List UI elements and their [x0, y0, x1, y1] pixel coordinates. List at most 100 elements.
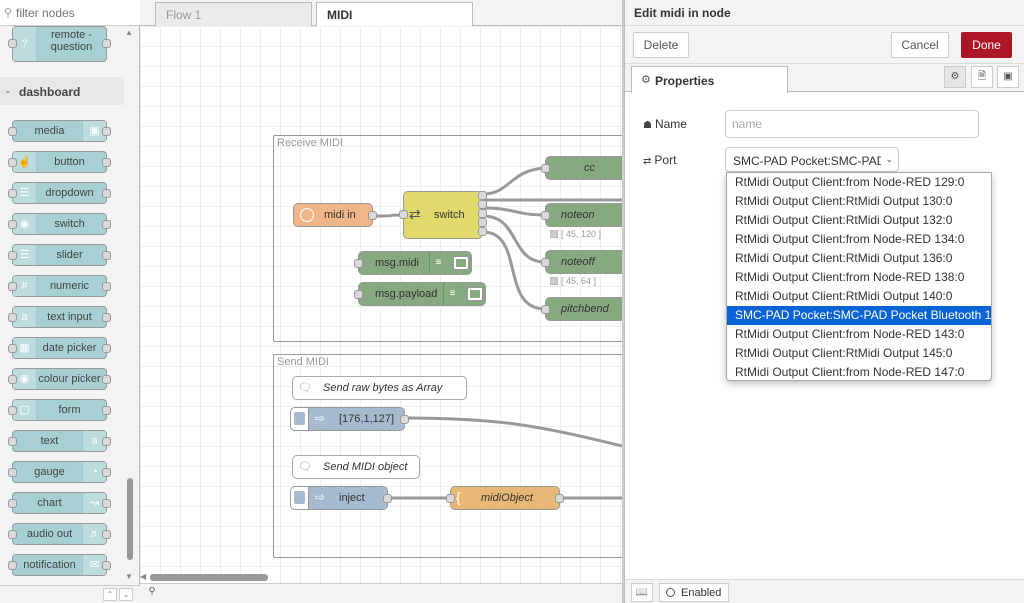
scroll-left-icon[interactable]: ◀ — [140, 572, 147, 581]
scroll-down-icon[interactable]: ▼ — [125, 572, 133, 581]
palette-node-dropdown[interactable]: ☰dropdown — [8, 182, 111, 204]
output-port[interactable] — [102, 344, 111, 353]
palette-node-notification[interactable]: ✉notification — [8, 554, 111, 576]
tab-description[interactable]: 🗎 — [971, 66, 993, 88]
input-port[interactable] — [541, 305, 550, 314]
output-port[interactable] — [478, 227, 487, 236]
input-port[interactable] — [541, 211, 550, 220]
input-port[interactable] — [541, 164, 550, 173]
output-port[interactable] — [102, 39, 111, 48]
palette-node-colour-picker[interactable]: ◉colour picker — [8, 368, 111, 390]
tab-appearance[interactable]: ▣ — [997, 66, 1019, 88]
enabled-toggle[interactable]: Enabled — [659, 583, 729, 602]
group-receive-midi[interactable]: Receive MIDI — [273, 135, 622, 342]
palette-node-button[interactable]: ☝button — [8, 151, 111, 173]
port-option[interactable]: RtMidi Output Client:from Node-RED 147:0 — [735, 365, 965, 379]
input-port[interactable] — [8, 251, 17, 260]
output-port[interactable] — [102, 220, 111, 229]
node-inject[interactable]: ⇨ inject — [290, 486, 392, 510]
input-port[interactable] — [8, 313, 17, 322]
input-port[interactable] — [8, 468, 17, 477]
output-port[interactable] — [102, 530, 111, 539]
input-port[interactable] — [8, 499, 17, 508]
input-port[interactable] — [8, 561, 17, 570]
flow-canvas[interactable]: Receive MIDI Send MIDI midi in ⇄ switch … — [140, 26, 622, 583]
wire[interactable] — [482, 206, 546, 217]
output-port[interactable] — [102, 127, 111, 136]
output-port[interactable] — [383, 494, 392, 503]
palette-node-form[interactable]: ▢form — [8, 399, 111, 421]
palette-node-gauge[interactable]: ◔gauge — [8, 461, 111, 483]
input-port[interactable] — [8, 220, 17, 229]
palette-node-numeric[interactable]: #numeric — [8, 275, 111, 297]
port-option[interactable]: RtMidi Output Client:RtMidi Output 136:0 — [735, 251, 953, 265]
name-input[interactable] — [725, 110, 979, 138]
tab-midi[interactable]: MIDI — [316, 2, 473, 27]
wire[interactable] — [404, 416, 622, 448]
node-comment-midi-object[interactable]: 🗨 Send MIDI object — [292, 455, 420, 479]
palette-node-audio-out[interactable]: ♬audio out — [8, 523, 111, 545]
node-cc[interactable]: cc — [541, 156, 622, 180]
expand-all-button[interactable]: ⌄ — [119, 588, 133, 601]
output-port[interactable] — [102, 561, 111, 570]
port-option[interactable]: RtMidi Output Client:RtMidi Output 132:0 — [735, 213, 953, 227]
wire[interactable] — [482, 230, 546, 311]
output-port[interactable] — [102, 375, 111, 384]
input-port[interactable] — [8, 189, 17, 198]
output-port[interactable] — [102, 437, 111, 446]
input-port[interactable] — [8, 530, 17, 539]
node-inject-raw[interactable]: ⇨ [176,1,127] — [290, 407, 409, 431]
output-port[interactable] — [102, 468, 111, 477]
horizontal-scrollbar[interactable] — [150, 574, 268, 581]
output-port[interactable] — [400, 415, 409, 424]
palette-node-slider[interactable]: ☰slider — [8, 244, 111, 266]
palette-node-media[interactable]: ▣media — [8, 120, 111, 142]
group-send-midi[interactable]: Send MIDI — [273, 354, 622, 558]
search-icon[interactable]: ⚲ — [148, 586, 156, 597]
port-option[interactable]: RtMidi Output Client:from Node-RED 134:0 — [735, 232, 965, 246]
delete-button[interactable]: Delete — [633, 32, 689, 58]
scroll-thumb[interactable] — [127, 478, 133, 560]
output-port[interactable] — [478, 191, 487, 200]
palette-node-remote-question[interactable]: ? remote - question — [8, 26, 111, 62]
output-port[interactable] — [478, 209, 487, 218]
tab-flow-1[interactable]: Flow 1 — [155, 2, 312, 26]
input-port[interactable] — [8, 437, 17, 446]
palette-node-chart[interactable]: ↝chart — [8, 492, 111, 514]
node-msg-midi[interactable]: msg.midi ≡ — [354, 251, 472, 275]
node-msg-payload[interactable]: msg.payload ≡ — [354, 282, 486, 306]
input-port[interactable] — [8, 406, 17, 415]
palette-scrollbar[interactable]: ▲ ▼ — [124, 26, 140, 583]
tab-node-settings[interactable]: ⚙ — [944, 66, 966, 88]
palette-node-switch[interactable]: ◉switch — [8, 213, 111, 235]
input-port[interactable] — [8, 127, 17, 136]
output-port[interactable] — [102, 282, 111, 291]
node-midi-in[interactable]: midi in — [293, 203, 377, 227]
output-port[interactable] — [478, 218, 487, 227]
input-port[interactable] — [354, 290, 363, 299]
port-select[interactable]: SMC-PAD Pocket:SMC-PAD Pocket Bluetooth … — [725, 147, 899, 172]
output-port[interactable] — [102, 499, 111, 508]
node-midi-object[interactable]: { midiObject — [446, 486, 564, 510]
node-noteoff[interactable]: noteoff — [541, 250, 622, 274]
node-switch[interactable]: ⇄ switch — [399, 191, 487, 239]
wire[interactable] — [482, 166, 546, 196]
cancel-button[interactable]: Cancel — [891, 32, 949, 58]
input-port[interactable] — [8, 158, 17, 167]
output-port[interactable] — [102, 406, 111, 415]
input-port[interactable] — [8, 344, 17, 353]
output-port[interactable] — [368, 211, 377, 220]
inject-button[interactable] — [291, 487, 309, 509]
book-icon[interactable]: 📖 — [631, 583, 653, 602]
output-port[interactable] — [102, 158, 111, 167]
node-comment-raw-bytes[interactable]: 🗨 Send raw bytes as Array — [292, 376, 467, 400]
output-port[interactable] — [102, 313, 111, 322]
output-port[interactable] — [478, 200, 487, 209]
input-port[interactable] — [8, 39, 17, 48]
output-port[interactable] — [555, 494, 564, 503]
input-port[interactable] — [8, 282, 17, 291]
input-port[interactable] — [8, 375, 17, 384]
output-port[interactable] — [102, 189, 111, 198]
